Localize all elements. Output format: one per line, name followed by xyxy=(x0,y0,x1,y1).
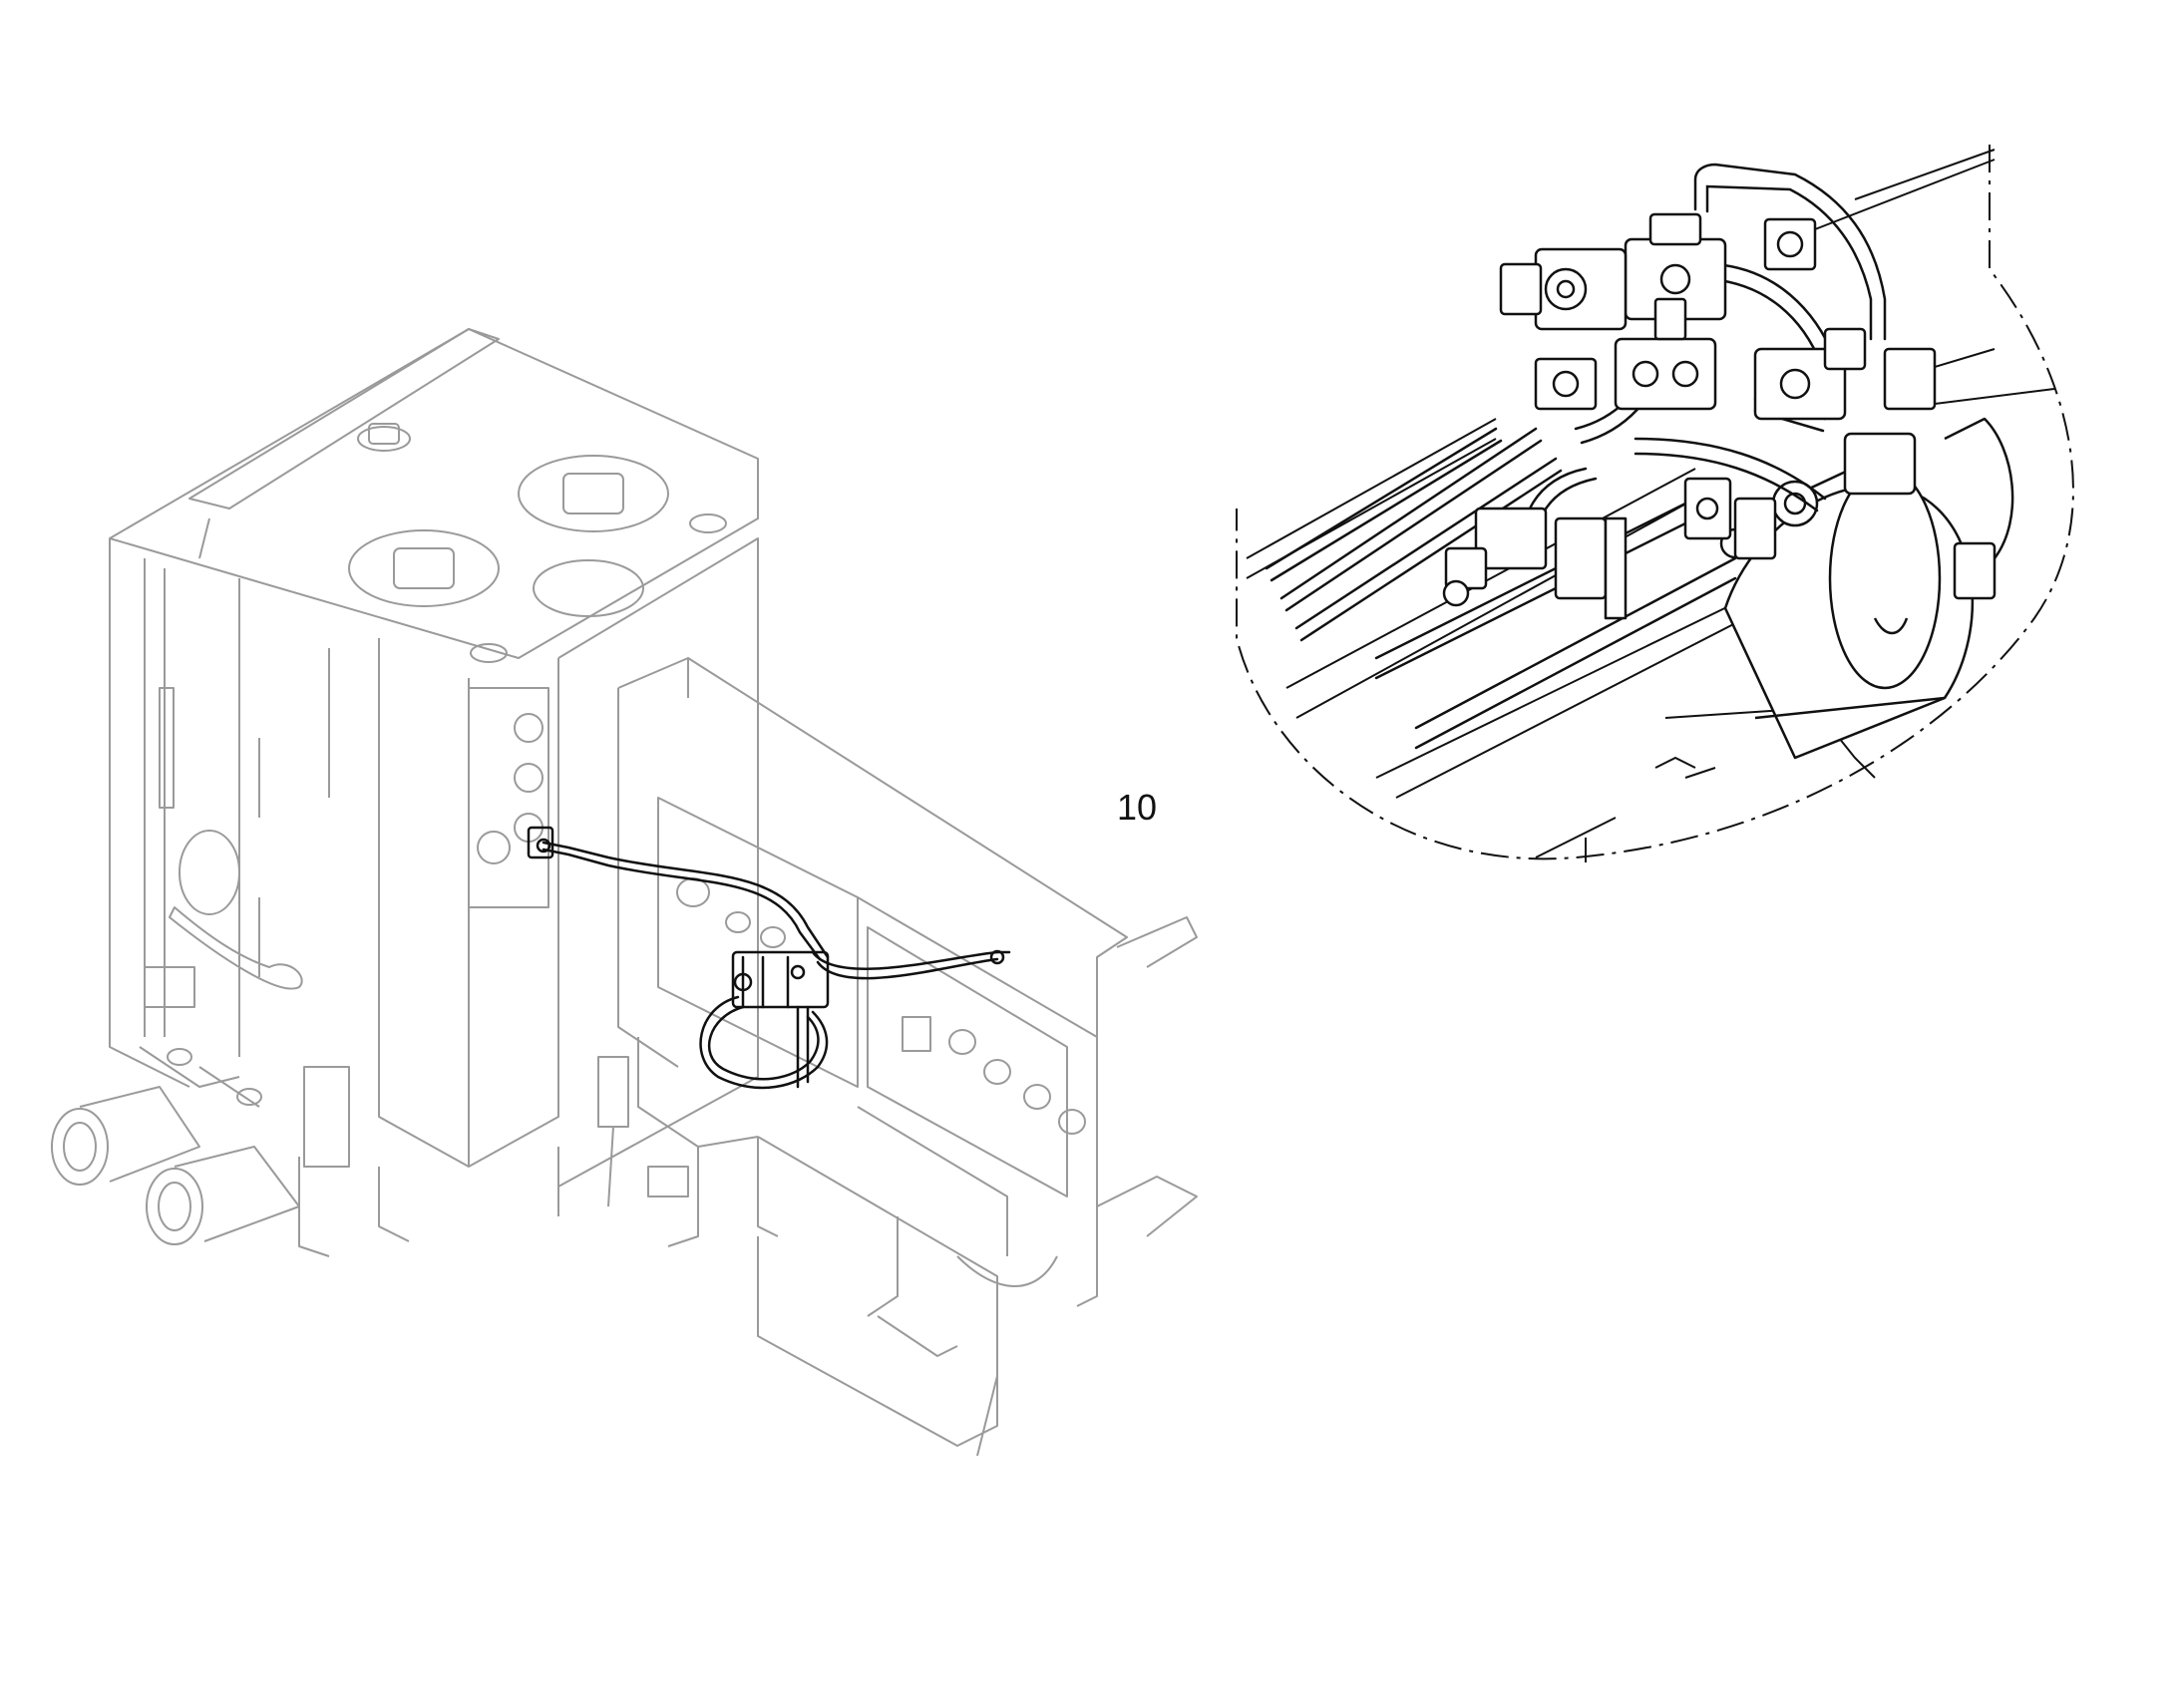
detail-boundary xyxy=(1236,145,2074,860)
ghosted-tank-assembly xyxy=(51,328,759,1257)
highlighted-hose-assembly xyxy=(527,826,1011,1090)
detail-valve-blocks xyxy=(1442,212,1937,620)
detail-pump-motor xyxy=(1719,417,2014,760)
detail-background-structure xyxy=(1246,149,2055,862)
ghosted-mounting-frame xyxy=(617,657,1198,1457)
detail-view xyxy=(1236,145,2074,862)
callout-label: 10 xyxy=(1117,787,1157,828)
